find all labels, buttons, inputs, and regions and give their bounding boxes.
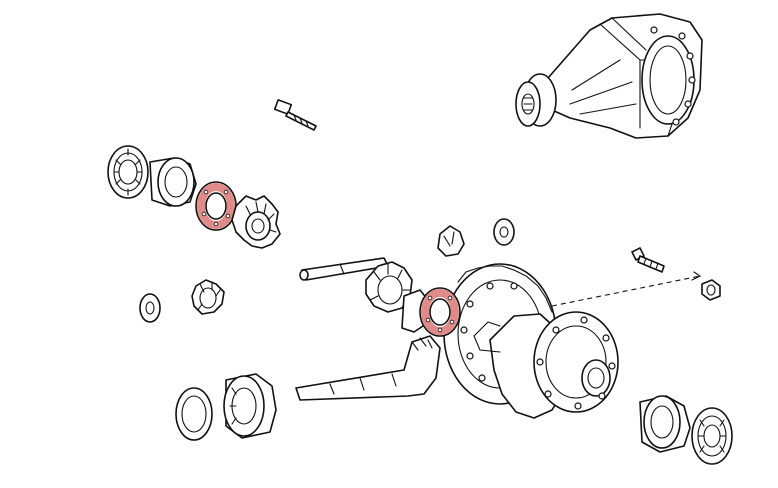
pinion-bearing bbox=[223, 373, 277, 439]
pinion-thrust-washer-small bbox=[139, 293, 161, 323]
side-bearing-right-cup bbox=[639, 395, 691, 453]
side-bearing-left bbox=[107, 145, 149, 199]
side-gear-thrust-washer-right bbox=[419, 287, 461, 337]
side-bearing-right bbox=[691, 407, 733, 465]
ring-gear-bolt bbox=[631, 247, 665, 273]
bearing-cup-left bbox=[149, 157, 197, 207]
breather-plug bbox=[273, 99, 317, 131]
pinion-gear-center bbox=[365, 261, 413, 313]
differential-case bbox=[473, 311, 619, 419]
side-gear-thrust-washer-left bbox=[195, 181, 237, 231]
pinion-gear-small bbox=[191, 279, 225, 315]
guide-arrow-head bbox=[691, 271, 702, 281]
drive-pinion-shaft bbox=[295, 289, 441, 401]
assembly-guide-line bbox=[551, 275, 701, 307]
side-gear-left bbox=[231, 195, 281, 249]
differential-carrier-assembly bbox=[515, 13, 703, 139]
pinion-thrust-washer-top bbox=[437, 218, 515, 257]
oil-seal bbox=[175, 387, 213, 441]
lock-nut bbox=[701, 279, 721, 301]
